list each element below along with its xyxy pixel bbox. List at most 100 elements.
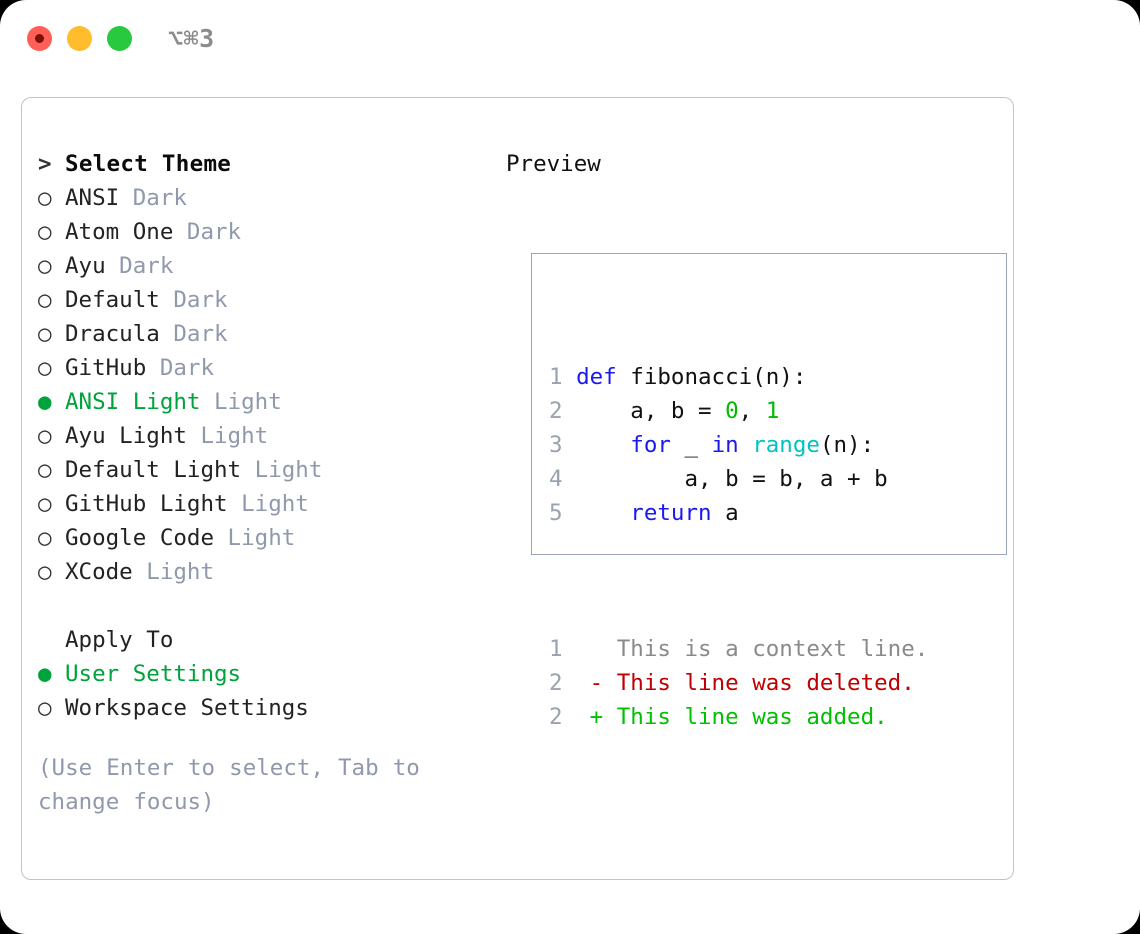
- apply-to-header-indent: [38, 623, 65, 657]
- theme-name-label: ANSI: [65, 185, 120, 211]
- theme-list-item[interactable]: ○ Dracula Dark: [38, 317, 488, 351]
- theme-list-item[interactable]: ○Atom One Dark: [38, 215, 488, 249]
- diff-marker: [563, 636, 617, 662]
- code-indent: [563, 398, 631, 424]
- apply-to-header-label: Apply To: [65, 627, 174, 653]
- code-line-number: 3: [549, 432, 563, 458]
- code-line: 4 a, b = b, a + b: [549, 462, 928, 496]
- radio-unselected-icon: ○: [38, 457, 52, 483]
- code-token: a, b = b, a + b: [684, 466, 888, 492]
- apply-to-list: ●User Settings ○ Workspace Settings: [38, 657, 488, 725]
- theme-list-item[interactable]: ○Default Light Light: [38, 453, 488, 487]
- code-line-number: 5: [549, 500, 563, 526]
- hint-spacer: [38, 725, 488, 751]
- theme-name-label: Default Light: [65, 457, 242, 483]
- theme-list-item[interactable]: ○Ayu Dark: [38, 249, 488, 283]
- theme-name-label: Default: [65, 287, 160, 313]
- code-token: (n):: [819, 432, 875, 458]
- code-indent: [563, 432, 631, 458]
- code-token: 1: [765, 398, 780, 424]
- theme-picker-header-label: Select Theme: [65, 151, 232, 177]
- radio-selected-icon: ●: [38, 661, 52, 687]
- code-line-number: 4: [549, 466, 563, 492]
- diff-line: 2 + This line was added.: [549, 700, 928, 734]
- theme-list-item[interactable]: ○ANSI Dark: [38, 181, 488, 215]
- preview-column: Preview 1 def fibonacci(n):2 a, b = 0, 1…: [501, 147, 1007, 730]
- code-line-number: 2: [549, 398, 563, 424]
- header-caret-icon: >: [38, 151, 52, 177]
- code-token: return: [630, 500, 726, 526]
- code-token: range: [752, 432, 820, 458]
- radio-unselected-icon: ○: [38, 355, 52, 381]
- theme-list-item[interactable]: ○Google Code Light: [38, 521, 488, 555]
- code-line: 5 return a: [549, 496, 928, 530]
- diff-line-number: 2: [549, 704, 563, 730]
- code-line: 3 for _ in range(n):: [549, 428, 928, 462]
- theme-name-label: Dracula: [65, 321, 160, 347]
- theme-name-label: Atom One: [65, 219, 174, 245]
- code-token: fibonacci(n):: [630, 364, 807, 390]
- apply-to-header: Apply To: [38, 623, 488, 657]
- code-token: def: [576, 364, 631, 390]
- keyboard-hint: (Use Enter to select, Tab to change focu…: [38, 755, 420, 815]
- theme-variant-label: Dark: [159, 321, 228, 347]
- theme-variant-label: Light: [214, 525, 296, 551]
- theme-variant-label: Dark: [159, 287, 228, 313]
- theme-name-label: Ayu: [65, 253, 106, 279]
- theme-list-item[interactable]: ○ GitHub Dark: [38, 351, 488, 385]
- minimize-button[interactable]: [67, 26, 92, 51]
- code-token: a: [725, 500, 739, 526]
- theme-list-item[interactable]: ○Default Dark: [38, 283, 488, 317]
- section-spacer: [38, 589, 488, 623]
- theme-picker-column: >Select Theme ○ANSI Dark○Atom One Dark○A…: [38, 147, 488, 819]
- diff-text: This line was deleted.: [616, 670, 915, 696]
- code-token: a, b =: [630, 398, 726, 424]
- radio-selected-icon: ●: [38, 389, 52, 415]
- maximize-button[interactable]: [107, 26, 132, 51]
- diff-line: 2 - This line was deleted.: [549, 666, 928, 700]
- code-token: for: [630, 432, 685, 458]
- diff-line-number: 2: [549, 670, 563, 696]
- code-line: 1 def fibonacci(n):: [549, 360, 928, 394]
- radio-unselected-icon: ○: [38, 219, 52, 245]
- theme-variant-label: Dark: [146, 355, 215, 381]
- theme-variant-label: Light: [186, 423, 269, 449]
- apply-to-item[interactable]: ○ Workspace Settings: [38, 691, 488, 725]
- radio-unselected-icon: ○: [38, 321, 52, 347]
- diff-line: 1 This is a context line.: [549, 632, 928, 666]
- radio-unselected-icon: ○: [38, 695, 52, 721]
- radio-unselected-icon: ○: [38, 525, 52, 551]
- radio-unselected-icon: ○: [38, 423, 52, 449]
- theme-list: ○ANSI Dark○Atom One Dark○Ayu Dark○Defaul…: [38, 181, 488, 589]
- theme-list-item[interactable]: ●ANSI Light Light: [38, 385, 488, 419]
- apply-to-item-label: Workspace Settings: [65, 695, 309, 721]
- code-line-number: 1: [549, 364, 563, 390]
- radio-unselected-icon: ○: [38, 185, 52, 211]
- code-token: _: [684, 432, 712, 458]
- diff-sample: 1 This is a context line.2 - This line w…: [549, 632, 928, 734]
- theme-variant-label: Light: [132, 559, 215, 585]
- close-button[interactable]: [27, 26, 52, 51]
- apply-to-item[interactable]: ●User Settings: [38, 657, 488, 691]
- theme-variant-label: Light: [227, 491, 309, 517]
- theme-name-label: Ayu Light: [65, 423, 187, 449]
- code-indent: [563, 500, 631, 526]
- code-line: 2 a, b = 0, 1: [549, 394, 928, 428]
- main-panel: >Select Theme ○ANSI Dark○Atom One Dark○A…: [21, 97, 1014, 880]
- diff-text: This line was added.: [616, 704, 888, 730]
- code-indent: [563, 364, 577, 390]
- theme-name-label: GitHub: [65, 355, 147, 381]
- theme-list-item[interactable]: ○ Ayu Light Light: [38, 419, 488, 453]
- title-bar: ⌥⌘3: [0, 0, 1140, 78]
- theme-list-item[interactable]: ○ XCode Light: [38, 555, 488, 589]
- radio-unselected-icon: ○: [38, 559, 52, 585]
- code-token: in: [711, 432, 753, 458]
- diff-text: This is a context line.: [616, 636, 929, 662]
- theme-variant-label: Dark: [105, 253, 174, 279]
- theme-list-item[interactable]: ○GitHub Light Light: [38, 487, 488, 521]
- theme-name-label: XCode: [65, 559, 133, 585]
